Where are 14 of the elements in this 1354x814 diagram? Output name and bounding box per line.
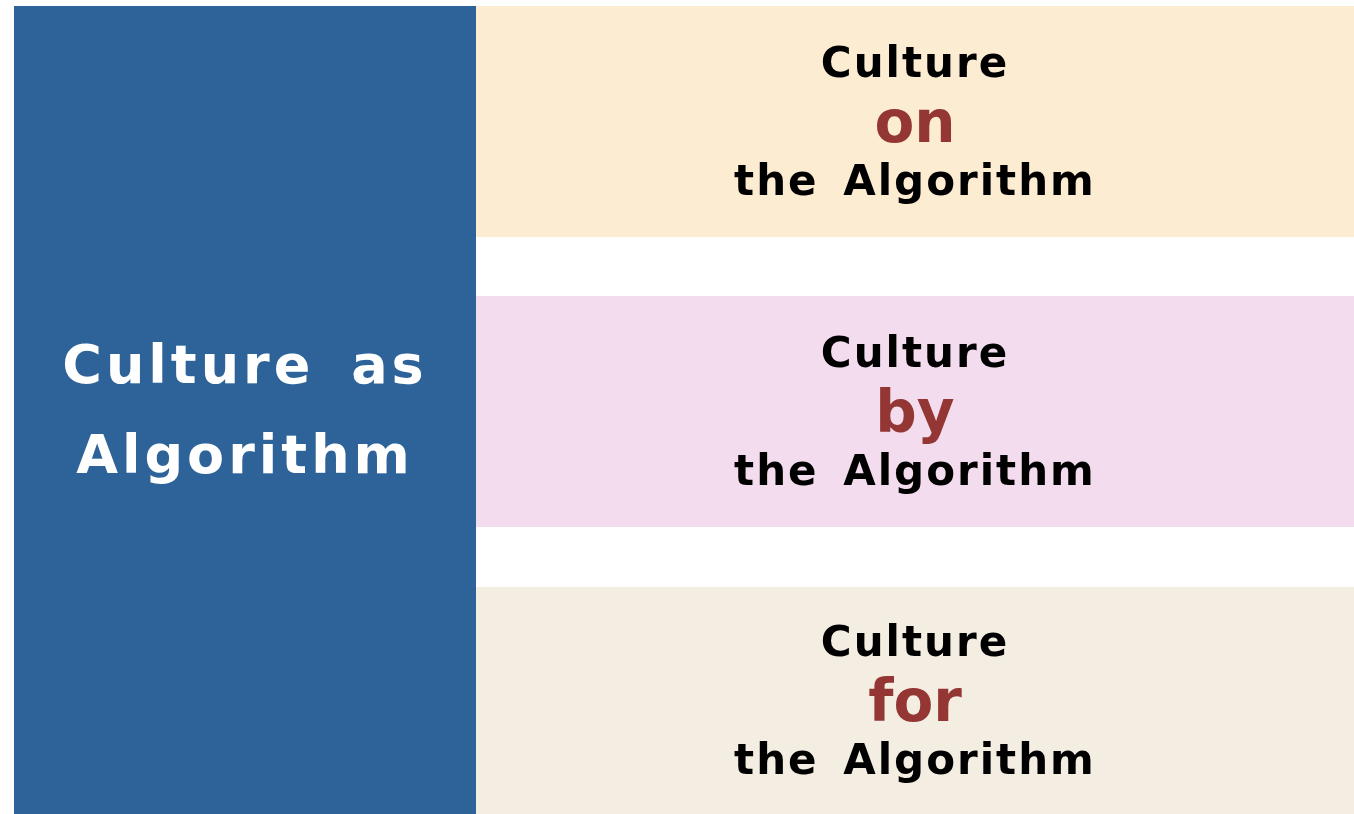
category-band	[476, 587, 1354, 814]
subtitle-text: the Algorithm	[734, 444, 1096, 497]
keyword-text: for	[868, 667, 962, 734]
category-panel	[14, 6, 476, 814]
heading-text: Culture	[820, 326, 1010, 379]
heading-text: Culture	[820, 36, 1010, 89]
keyword-text: on	[874, 88, 956, 155]
keyword-text: by	[875, 378, 955, 445]
subtitle-text: the Algorithm	[734, 154, 1096, 207]
subtitle-text: the Algorithm	[734, 733, 1096, 786]
category-band	[476, 6, 1354, 237]
panel-title: Culture as Algorithm	[61, 332, 429, 488]
heading-text: Culture	[820, 615, 1010, 668]
category-band	[476, 296, 1354, 527]
